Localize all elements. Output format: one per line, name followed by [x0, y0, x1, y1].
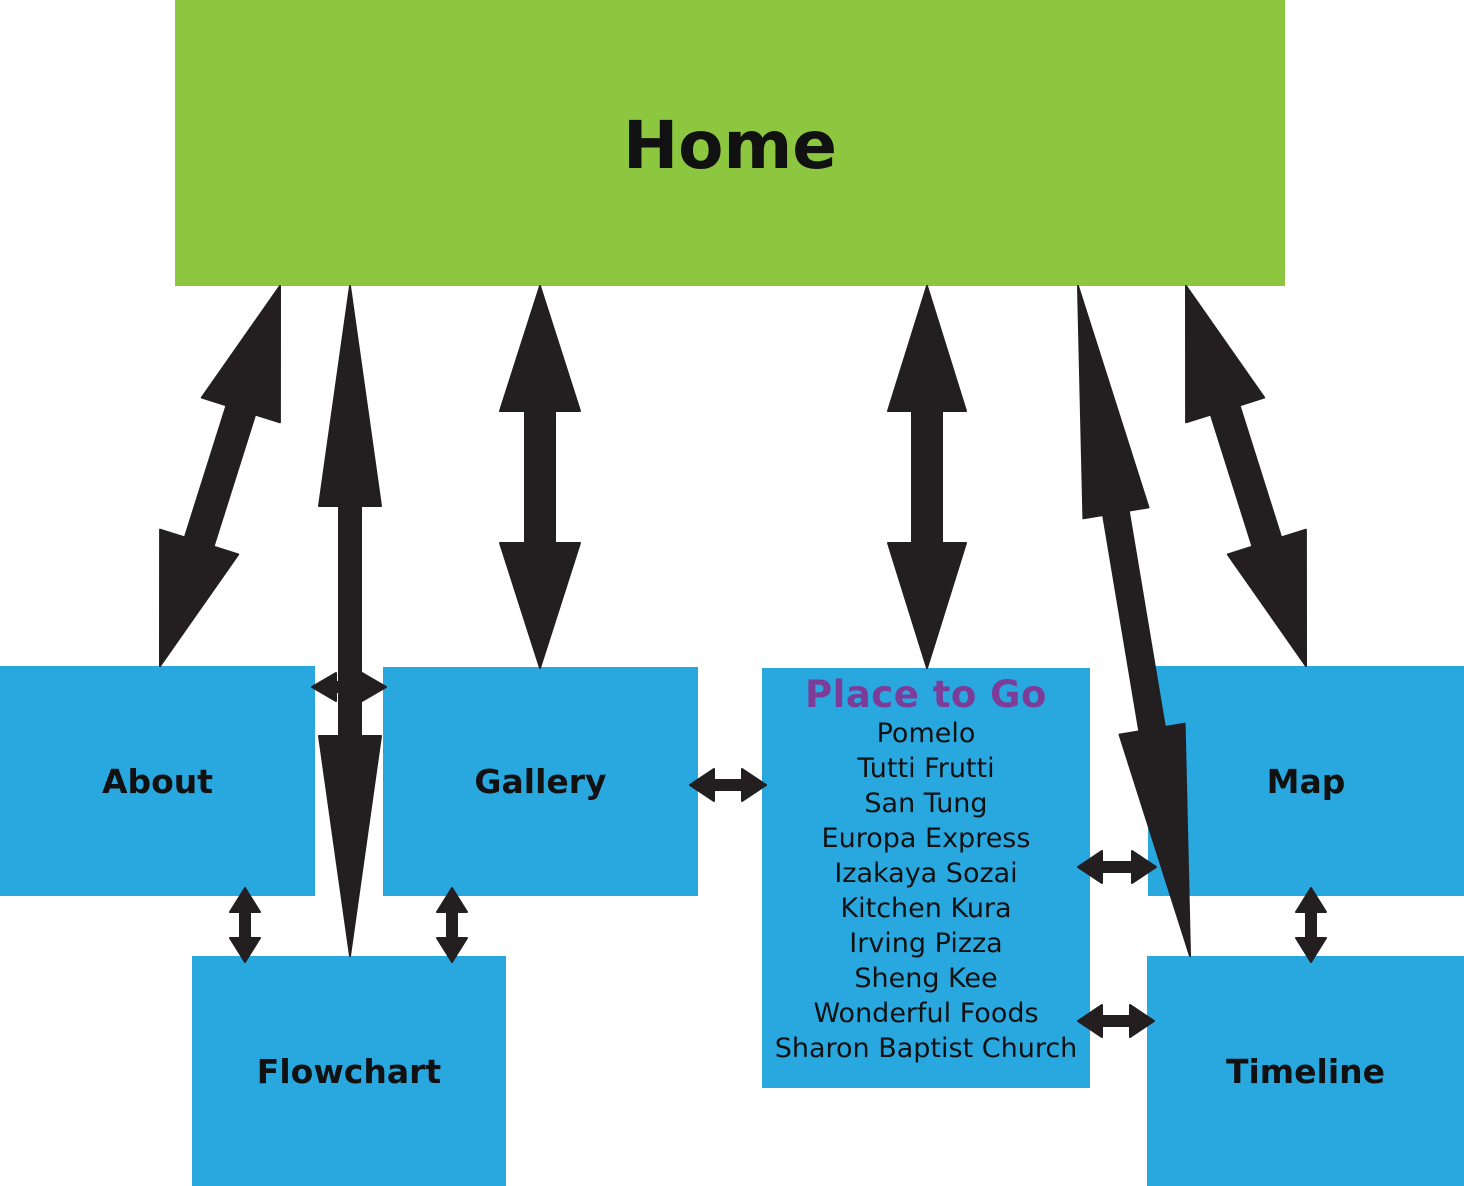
place-item: Kitchen Kura — [840, 893, 1012, 924]
places-title: Place to Go — [805, 673, 1047, 716]
place-item: Sharon Baptist Church — [774, 1033, 1078, 1064]
arrow-home-gallery — [499, 285, 581, 669]
place-item: Izakaya Sozai — [834, 858, 1018, 889]
timeline-node[interactable]: Timeline — [1147, 956, 1464, 1186]
timeline-label: Timeline — [1225, 1051, 1386, 1091]
gallery-label: Gallery — [474, 762, 607, 801]
place-item: San Tung — [864, 788, 988, 819]
arrow-about-gallery — [311, 672, 387, 702]
home-label: Home — [622, 106, 838, 184]
arrow-gallery-flowchart — [436, 887, 468, 963]
map-label: Map — [1266, 761, 1346, 801]
place-item: Pomelo — [876, 718, 976, 749]
arrow-gallery-places — [689, 768, 767, 802]
home-node[interactable]: Home — [175, 0, 1285, 286]
arrow-places-timeline — [1077, 1004, 1155, 1038]
place-item: Sheng Kee — [854, 963, 998, 994]
arrow-about-flowchart — [229, 887, 261, 963]
arrow-home-places — [887, 285, 967, 669]
arrow-places-map — [1077, 850, 1157, 884]
gallery-node[interactable]: Gallery — [383, 667, 698, 896]
flowchart-node[interactable]: Flowchart — [192, 956, 506, 1186]
place-item: Europa Express — [821, 823, 1031, 854]
place-item: Wonderful Foods — [813, 998, 1039, 1029]
about-label: About — [101, 761, 214, 801]
map-node[interactable]: Map — [1148, 666, 1464, 896]
arrow-home-flowchart — [318, 285, 382, 957]
place-item: Irving Pizza — [849, 928, 1003, 959]
arrow-home-about — [159, 285, 281, 667]
arrow-map-timeline — [1295, 887, 1327, 963]
about-node[interactable]: About — [0, 666, 315, 896]
arrow-home-timeline — [1077, 285, 1191, 957]
flowchart-label: Flowchart — [256, 1051, 442, 1091]
places-node[interactable]: Place to Go Pomelo Tutti Frutti San Tung… — [762, 668, 1090, 1088]
place-item: Tutti Frutti — [857, 753, 995, 784]
arrow-home-map — [1185, 285, 1307, 667]
